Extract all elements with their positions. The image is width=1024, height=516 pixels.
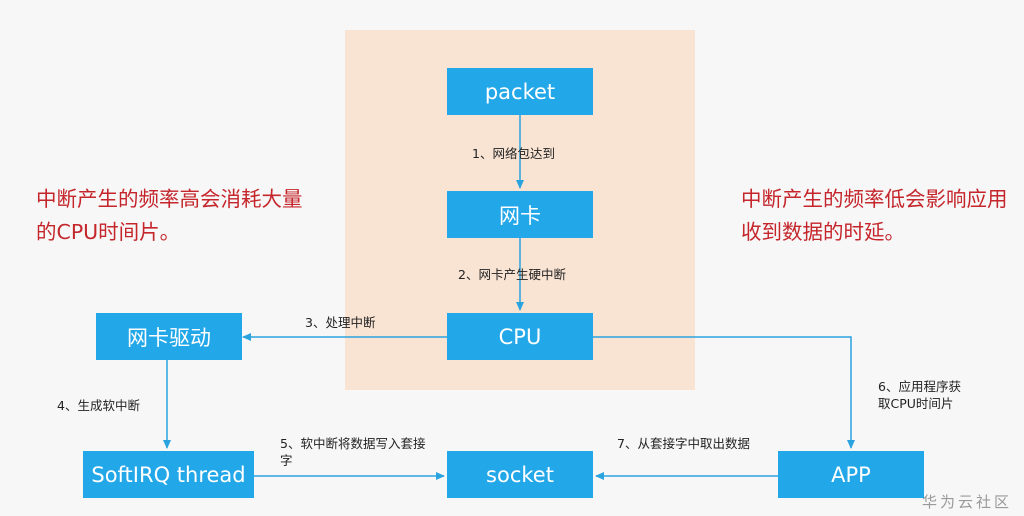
arrow-cpu-to-app [593,336,855,449]
packet-node: packet [447,68,593,115]
cpu-node: CPU [447,313,593,360]
softirq-thread-node: SoftIRQ thread [83,451,254,498]
socket-node: socket [447,451,593,498]
nic-driver-node: 网卡驱动 [96,313,242,360]
step6-label: 6、应用程序获取CPU时间片 [878,379,961,411]
left-note: 中断产生的频率高会消耗大量的CPU时间片。 [36,187,303,244]
step4-label: 4、生成软中断 [57,398,140,413]
step5-label: 5、软中断将数据写入套接字 [280,436,426,468]
step2-label: 2、网卡产生硬中断 [458,267,566,282]
step1-label: 1、网络包达到 [472,146,555,161]
right-note: 中断产生的频率低会影响应用收到数据的时延。 [741,187,1008,244]
step7-label: 7、从套接字中取出数据 [617,436,750,451]
step3-label: 3、处理中断 [305,315,376,330]
nic-node: 网卡 [447,191,593,238]
app-node: APP [778,451,924,498]
watermark: 华为云社区 [921,493,1012,511]
